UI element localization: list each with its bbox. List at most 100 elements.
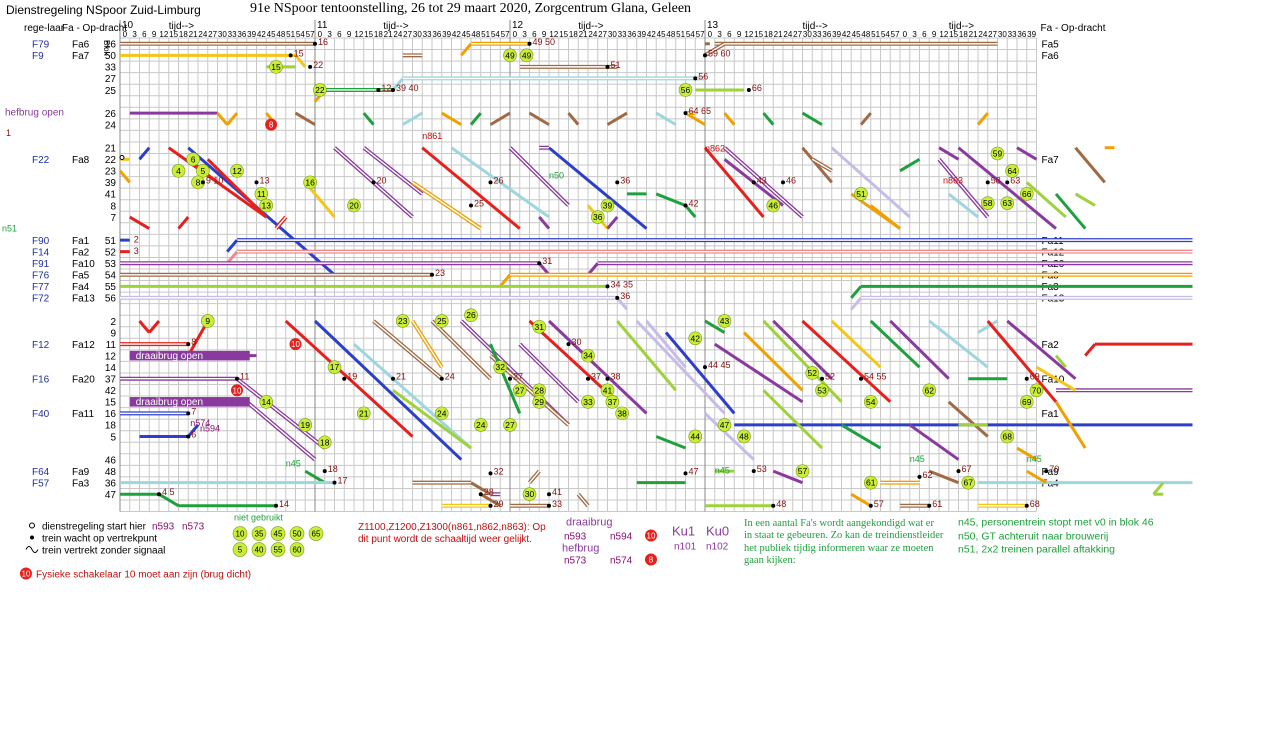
train-number-badge <box>1019 395 1034 409</box>
label-n863: n863 <box>943 176 963 186</box>
train-number: 33 <box>583 397 593 407</box>
train-number-badge <box>317 435 332 450</box>
label-n50: n50 <box>549 171 564 181</box>
train-number-badge <box>1019 187 1034 201</box>
time-label: 14 <box>279 499 289 509</box>
time-label: 21 <box>396 372 406 382</box>
row-block: 33 <box>105 63 117 74</box>
wait-dot <box>376 87 381 92</box>
train-number: 67 <box>964 478 974 488</box>
train-number-badge <box>717 314 732 328</box>
train-number: 29 <box>535 397 545 407</box>
time-label: 38 <box>611 372 621 382</box>
legend-wait-dot <box>30 535 34 540</box>
wait-dot <box>820 376 824 381</box>
minute-tick: 30 <box>413 30 422 39</box>
wait-dot <box>586 376 590 381</box>
train-number-badge <box>600 383 615 398</box>
minute-tick: 3 <box>522 30 527 39</box>
train-number-badge <box>269 60 283 74</box>
minute-tick: 24 <box>198 30 207 39</box>
wait-dot <box>1024 376 1029 381</box>
wait-dot <box>288 53 293 58</box>
legend-ku0: Ku0 <box>706 524 729 539</box>
train-number: 16 <box>305 177 315 187</box>
time-label: 39 40 <box>396 83 419 93</box>
train-number: 36 <box>593 212 603 222</box>
row-right-opdracht: Fa10 <box>1042 375 1065 386</box>
wait-dot <box>751 180 756 185</box>
legend-unused-number: 60 <box>293 546 302 555</box>
row-block: 22 <box>105 155 117 166</box>
legend-fa-note: In een aantal Fa's wordt aangekondigd wa… <box>744 517 944 567</box>
train-path <box>236 378 326 449</box>
train-number: 54 <box>866 397 876 407</box>
train-path <box>412 181 482 230</box>
minute-tick: 54 <box>686 30 695 39</box>
row-block: 5 <box>110 432 116 443</box>
legend-unused-number: 50 <box>293 530 302 539</box>
time-label: 56 <box>698 71 708 81</box>
minute-tick: 9 <box>737 30 742 39</box>
legend-n45-note: n45, personentrein stopt met v0 in blok … <box>958 517 1154 529</box>
train-path <box>899 157 921 173</box>
row-block: 53 <box>105 259 117 270</box>
train-number: 59 <box>993 149 1003 159</box>
train-number-badge <box>863 395 878 409</box>
train-path <box>762 389 824 450</box>
legend-n101: n101 <box>674 542 697 553</box>
label-n45: n45 <box>286 458 301 468</box>
train-number: 30 <box>525 489 535 499</box>
minute-tick: 33 <box>423 30 432 39</box>
wait-dot <box>1005 180 1010 185</box>
train-path <box>772 319 833 380</box>
train-number-badge <box>395 314 410 328</box>
legend-hefbrug-badge <box>645 553 657 566</box>
train-number: 48 <box>739 431 749 441</box>
wait-dot <box>478 492 483 497</box>
train-path <box>655 192 687 207</box>
train-path <box>908 423 960 461</box>
bridge-bar <box>129 350 250 361</box>
train-number-badge <box>922 383 937 398</box>
minute-tick: 24 <box>783 30 792 39</box>
train-path <box>616 296 629 311</box>
train-number: 14 <box>262 397 272 407</box>
row-right-opdracht: Fa1 <box>1042 409 1060 420</box>
wait-dot <box>488 471 493 476</box>
time-label: 66 <box>752 83 762 93</box>
time-label: 43 <box>757 175 767 185</box>
train-path <box>1054 354 1067 369</box>
legend-wait: trein wacht op vertrekpunt <box>42 534 157 545</box>
train-path <box>801 319 892 403</box>
train-number-badge <box>303 175 317 190</box>
time-label: 51 <box>611 60 621 70</box>
legend-start-marker <box>29 522 35 529</box>
minute-tick: 36 <box>432 30 441 39</box>
train-number-badge <box>805 366 820 380</box>
header-regelaar: rege-laar <box>24 23 65 34</box>
train-path <box>226 239 239 253</box>
minute-tick: 57 <box>891 30 900 39</box>
train-number-badge <box>254 187 269 201</box>
row-block: 21 <box>105 144 117 155</box>
train-number: 41 <box>603 385 613 395</box>
train-path <box>616 320 677 392</box>
time-label: 59 60 <box>708 48 731 58</box>
minute-tick: 39 <box>442 30 451 39</box>
page-title: 91e NSpoor tentoonstelling, 26 tot 29 ma… <box>250 1 692 16</box>
train-path <box>1035 365 1077 392</box>
train-path <box>850 296 863 311</box>
train-path <box>664 331 736 415</box>
time-label: 22 <box>313 60 323 70</box>
minute-tick: 48 <box>276 30 285 39</box>
time-label: 16 <box>318 37 328 47</box>
wait-dot <box>186 342 191 347</box>
train-number-badge <box>186 152 200 167</box>
train-number: 5 <box>201 166 206 176</box>
train-path <box>128 215 151 230</box>
bridge-label-hefbrug: hefbrug open <box>5 107 64 118</box>
train-path <box>118 169 131 184</box>
train-number-badge <box>1029 383 1044 398</box>
